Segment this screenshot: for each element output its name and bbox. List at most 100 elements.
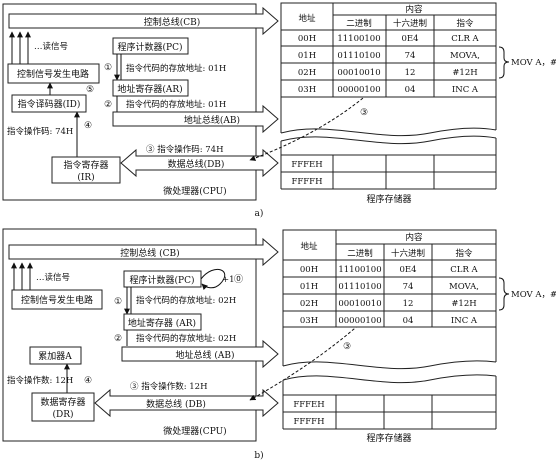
- step1-text: 指令代码的存放地址: 02H: [136, 295, 236, 306]
- cpu-label: 微处理器(CPU): [163, 425, 226, 437]
- step2-text: 指令代码的存放地址: 01H: [126, 99, 226, 110]
- accumulator-label: 累加器A: [38, 351, 72, 362]
- control-gen-label: 控制信号发生电路: [17, 68, 89, 80]
- row-bin: 00000100: [338, 316, 381, 326]
- content-header: 内容: [405, 232, 423, 243]
- row-ins: CLR A: [450, 265, 478, 275]
- col-instruction: 指令: [455, 248, 473, 259]
- row-ins: CLR A: [451, 34, 479, 44]
- addr-header: 地址: [300, 241, 318, 252]
- row-addr: 01H: [298, 51, 316, 61]
- row-hex: 0E4: [399, 265, 416, 275]
- cpu-box: [2, 228, 257, 442]
- memory-title: 程序存储器: [366, 432, 411, 444]
- col-hex: 十六进制: [391, 248, 425, 259]
- control-bus-arrow: [8, 6, 279, 36]
- control-bus-label: 控制总线 (CB): [120, 247, 179, 259]
- row-bin: 00010010: [337, 68, 380, 78]
- memory-table-b: 地址 内容 二进制 十六进制 指令 00H 11100100 0E4 CLR A…: [282, 229, 497, 444]
- step0-mark: ⓪: [234, 274, 243, 285]
- row-hex: 74: [403, 282, 414, 292]
- step5-mark: ⑤: [86, 85, 94, 95]
- memory-title: 程序存储器: [366, 193, 411, 205]
- col-binary: 二进制: [346, 18, 372, 29]
- address-bus-arrow: [112, 104, 279, 134]
- row-hex: 04: [405, 85, 416, 95]
- decoder-label: 指令译码器(ID): [18, 98, 81, 110]
- addr-header: 地址: [298, 13, 316, 24]
- read-signal-label: …读信号: [36, 272, 70, 283]
- tail-addr: FFFFH: [291, 177, 322, 187]
- row-bin: 11100100: [338, 265, 381, 275]
- pc-box: [112, 37, 189, 55]
- ar-box: [123, 313, 202, 331]
- step3-text: ③ 指令操作码: 74H: [146, 144, 224, 155]
- row-hex: 12: [405, 68, 416, 78]
- brace: [498, 46, 510, 79]
- row-ins: INC A: [451, 316, 478, 326]
- row-hex: 0E4: [401, 34, 418, 44]
- data-bus-arrow: [120, 148, 279, 178]
- content-header: 内容: [405, 4, 423, 15]
- ir-label-line2: (IR): [77, 172, 94, 183]
- col-binary: 二进制: [347, 248, 373, 259]
- row-bin: 00000100: [337, 85, 380, 95]
- row-hex: 04: [403, 316, 414, 326]
- ir-box: [51, 156, 121, 184]
- increment-loop: [200, 268, 226, 290]
- cpu-box: [2, 3, 257, 201]
- step4-mark: ④: [84, 376, 92, 386]
- decoder-box: [11, 94, 87, 113]
- row-addr: 03H: [298, 85, 316, 95]
- data-bus-label: 数据总线 (DB): [146, 398, 206, 410]
- panel-a: 控制总线(CB) …读信号 控制信号发生电路 ⑤ 指令译码器(ID) 指令操作码…: [2, 2, 556, 219]
- brace: [498, 277, 510, 311]
- dr-label-line1: 数据寄存器: [40, 396, 85, 408]
- cpu-label: 微处理器(CPU): [163, 185, 226, 197]
- address-bus-label: 地址总线 (AB): [176, 349, 235, 361]
- row-ins: MOVA,: [449, 282, 479, 292]
- data-bus-label: 数据总线(DB): [168, 158, 225, 170]
- row-addr: 02H: [300, 299, 318, 309]
- memory-mark: ③: [343, 342, 351, 352]
- pc-label: 程序计数器(PC): [130, 274, 195, 286]
- dr-label-line2: (DR): [52, 409, 73, 420]
- pc-label: 程序计数器(PC): [118, 41, 183, 53]
- control-gen-label: 控制信号发生电路: [21, 294, 93, 306]
- tail-addr: FFFEH: [293, 400, 324, 410]
- row-hex: 74: [405, 51, 416, 61]
- row-addr: 01H: [300, 282, 318, 292]
- ar-box: [112, 79, 189, 97]
- row-ins: #12H: [452, 68, 477, 78]
- row-addr: 00H: [298, 34, 316, 44]
- data-bus-arrow: [94, 388, 279, 418]
- row-addr: 03H: [300, 316, 318, 326]
- step1-text: 指令代码的存放地址: 01H: [126, 63, 226, 74]
- step3-text: ③ 指令操作数: 12H: [130, 381, 208, 392]
- row-hex: 12: [403, 299, 414, 309]
- row-bin: 01110100: [337, 51, 380, 61]
- address-bus-arrow: [121, 339, 279, 369]
- control-bus-arrow: [8, 237, 279, 267]
- step2-mark: ②: [104, 100, 112, 110]
- row-bin: 01110100: [338, 282, 381, 292]
- row-addr: 00H: [300, 265, 318, 275]
- tail-addr: FFFEH: [291, 160, 322, 170]
- row-ins: MOVA,: [450, 51, 480, 61]
- ar-label: 地址寄存器 (AR): [128, 317, 196, 329]
- row-bin: 11100100: [337, 34, 380, 44]
- memory-mark: ③: [360, 108, 368, 118]
- control-bus-label: 控制总线(CB): [144, 16, 201, 28]
- memory-table-a: 地址 内容 二进制 十六进制 指令 00H 11100100 0E4 CLR A…: [280, 2, 497, 205]
- row-addr: 02H: [298, 68, 316, 78]
- control-gen-box: [7, 63, 100, 84]
- row-ins: INC A: [452, 85, 479, 95]
- ir-label-line1: 指令寄存器: [63, 159, 108, 171]
- control-gen-box: [11, 289, 103, 310]
- plus-one-label: +1: [222, 275, 235, 285]
- row-bin: 00010010: [338, 299, 381, 309]
- read-signal-label: …读信号: [34, 41, 68, 52]
- accumulator-box: [29, 346, 82, 365]
- step2-text: 指令代码的存放地址: 02H: [136, 333, 236, 344]
